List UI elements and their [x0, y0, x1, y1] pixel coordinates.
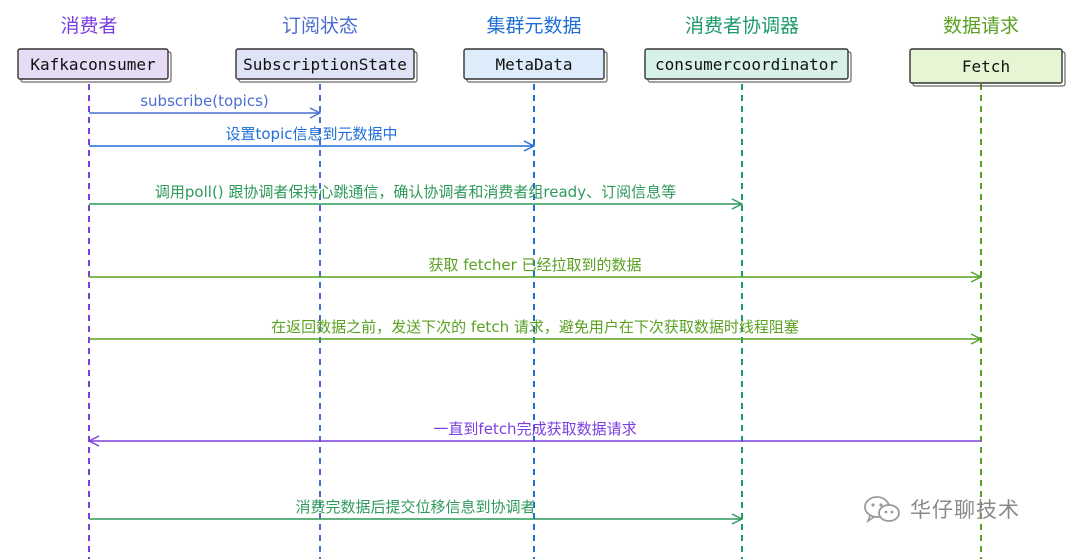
participant-box-label-coordinator: consumercoordinator — [655, 55, 838, 74]
participant-box-label-subscription: SubscriptionState — [243, 55, 407, 74]
message-label: 设置topic信息到元数据中 — [226, 125, 398, 143]
participant-box-subscription — [235, 48, 415, 80]
message-label: 获取 fetcher 已经拉取到的数据 — [428, 256, 641, 274]
participant-title-consumer: 消费者 — [60, 15, 117, 37]
participant-box-label-fetch: Fetch — [962, 57, 1010, 76]
participant-box-metadata — [463, 48, 605, 80]
participant-box-fetch — [909, 48, 1063, 84]
message-label: 调用poll() 跟协调者保持心跳通信，确认协调者和消费者组ready、订阅信息… — [155, 183, 676, 201]
message-label: subscribe(topics) — [140, 92, 269, 110]
participant-box-consumer — [17, 48, 169, 80]
participant-box-label-consumer: Kafkaconsumer — [30, 55, 156, 74]
participant-box-label-metadata: MetaData — [495, 55, 572, 74]
participant-title-metadata: 集群元数据 — [486, 15, 581, 37]
watermark: 华仔聊技术 — [862, 494, 1020, 524]
participant-title-coordinator: 消费者协调器 — [685, 15, 799, 37]
message-label: 消费完数据后提交位移信息到协调者 — [295, 498, 535, 516]
message-label: 在返回数据之前，发送下次的 fetch 请求，避免用户在下次获取数据时线程阻塞 — [271, 318, 799, 336]
participant-title-fetch: 数据请求 — [943, 15, 1019, 37]
watermark-text: 华仔聊技术 — [910, 498, 1020, 522]
wechat-icon — [864, 496, 900, 524]
participant-title-subscription: 订阅状态 — [282, 15, 358, 37]
message-label: 一直到fetch完成获取数据请求 — [433, 420, 636, 438]
participant-box-coordinator — [644, 48, 849, 80]
